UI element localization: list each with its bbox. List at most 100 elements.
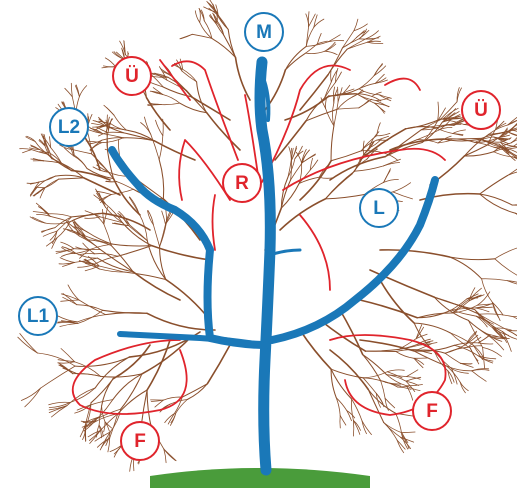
twig bbox=[334, 90, 337, 103]
twig bbox=[159, 160, 164, 199]
twig bbox=[99, 406, 102, 425]
twig bbox=[37, 353, 75, 366]
twig bbox=[381, 381, 386, 399]
red-branch-6 bbox=[213, 195, 216, 250]
twig bbox=[166, 280, 210, 321]
twig bbox=[74, 156, 87, 169]
twig bbox=[79, 300, 106, 315]
twig bbox=[334, 102, 338, 126]
twig bbox=[325, 42, 335, 51]
twig bbox=[511, 135, 517, 143]
twig bbox=[91, 379, 113, 403]
twig bbox=[368, 390, 383, 423]
twig bbox=[101, 138, 123, 143]
twig bbox=[414, 323, 450, 333]
twig bbox=[204, 21, 212, 39]
twig bbox=[513, 138, 517, 147]
twig bbox=[513, 317, 517, 326]
twig bbox=[508, 330, 517, 343]
twig bbox=[95, 254, 118, 257]
twig bbox=[445, 353, 460, 363]
twig bbox=[94, 214, 103, 224]
twig bbox=[464, 134, 488, 156]
twig bbox=[483, 347, 502, 356]
twig bbox=[359, 83, 375, 89]
red-branch-9 bbox=[385, 79, 420, 90]
twig bbox=[27, 136, 36, 141]
central-leader bbox=[260, 62, 270, 470]
twig bbox=[61, 253, 75, 256]
twig bbox=[33, 217, 46, 223]
twig bbox=[118, 246, 152, 257]
twig bbox=[207, 113, 240, 150]
twig bbox=[76, 85, 79, 97]
twig bbox=[182, 71, 197, 82]
twig bbox=[513, 147, 517, 148]
twig bbox=[340, 416, 346, 426]
twig bbox=[144, 117, 150, 134]
twig bbox=[79, 86, 86, 97]
twig bbox=[508, 171, 517, 176]
label-l: L bbox=[359, 188, 399, 228]
twig bbox=[159, 136, 163, 160]
twig bbox=[493, 303, 501, 321]
twig bbox=[317, 33, 321, 43]
twig bbox=[67, 230, 85, 236]
twig bbox=[79, 253, 95, 254]
twig bbox=[160, 224, 166, 246]
twig bbox=[340, 310, 363, 355]
twig bbox=[118, 390, 147, 414]
twig bbox=[129, 226, 148, 241]
twig bbox=[512, 202, 517, 206]
twig bbox=[41, 228, 55, 232]
twig bbox=[450, 257, 495, 260]
twig bbox=[359, 76, 374, 89]
twig bbox=[85, 217, 101, 218]
twig bbox=[482, 279, 508, 281]
twig bbox=[308, 12, 309, 27]
twig bbox=[355, 166, 384, 171]
twig bbox=[41, 366, 76, 388]
red-branch-7 bbox=[73, 340, 187, 414]
twig bbox=[325, 51, 337, 55]
twig bbox=[151, 134, 160, 160]
twig bbox=[303, 154, 316, 162]
twig bbox=[328, 49, 347, 75]
twig bbox=[480, 194, 513, 205]
twig bbox=[61, 242, 74, 249]
twig bbox=[380, 250, 450, 257]
twig bbox=[23, 150, 32, 153]
twig bbox=[331, 369, 352, 399]
twig bbox=[513, 312, 517, 317]
twig bbox=[450, 257, 482, 279]
twig bbox=[43, 231, 57, 236]
twig bbox=[495, 259, 517, 278]
twig bbox=[21, 388, 40, 400]
twig bbox=[336, 398, 347, 411]
twig bbox=[475, 308, 489, 312]
twig bbox=[187, 384, 207, 400]
twig bbox=[479, 314, 513, 317]
twig bbox=[452, 369, 469, 374]
twig bbox=[113, 244, 152, 246]
twig bbox=[148, 211, 154, 225]
label-u-left: Ü bbox=[112, 56, 152, 96]
twig bbox=[38, 188, 46, 194]
twig bbox=[60, 323, 78, 326]
twig bbox=[384, 179, 399, 182]
twig bbox=[338, 108, 359, 109]
twig bbox=[384, 163, 400, 166]
twig bbox=[121, 374, 142, 409]
twig bbox=[195, 11, 199, 23]
twig bbox=[78, 315, 106, 322]
twig bbox=[181, 34, 193, 39]
twig bbox=[58, 362, 75, 363]
twig bbox=[161, 103, 179, 105]
twig bbox=[480, 176, 508, 195]
twig bbox=[359, 101, 369, 108]
twig bbox=[207, 345, 230, 384]
label-l1: L1 bbox=[18, 296, 58, 336]
twig bbox=[482, 279, 493, 303]
twig bbox=[88, 430, 100, 436]
